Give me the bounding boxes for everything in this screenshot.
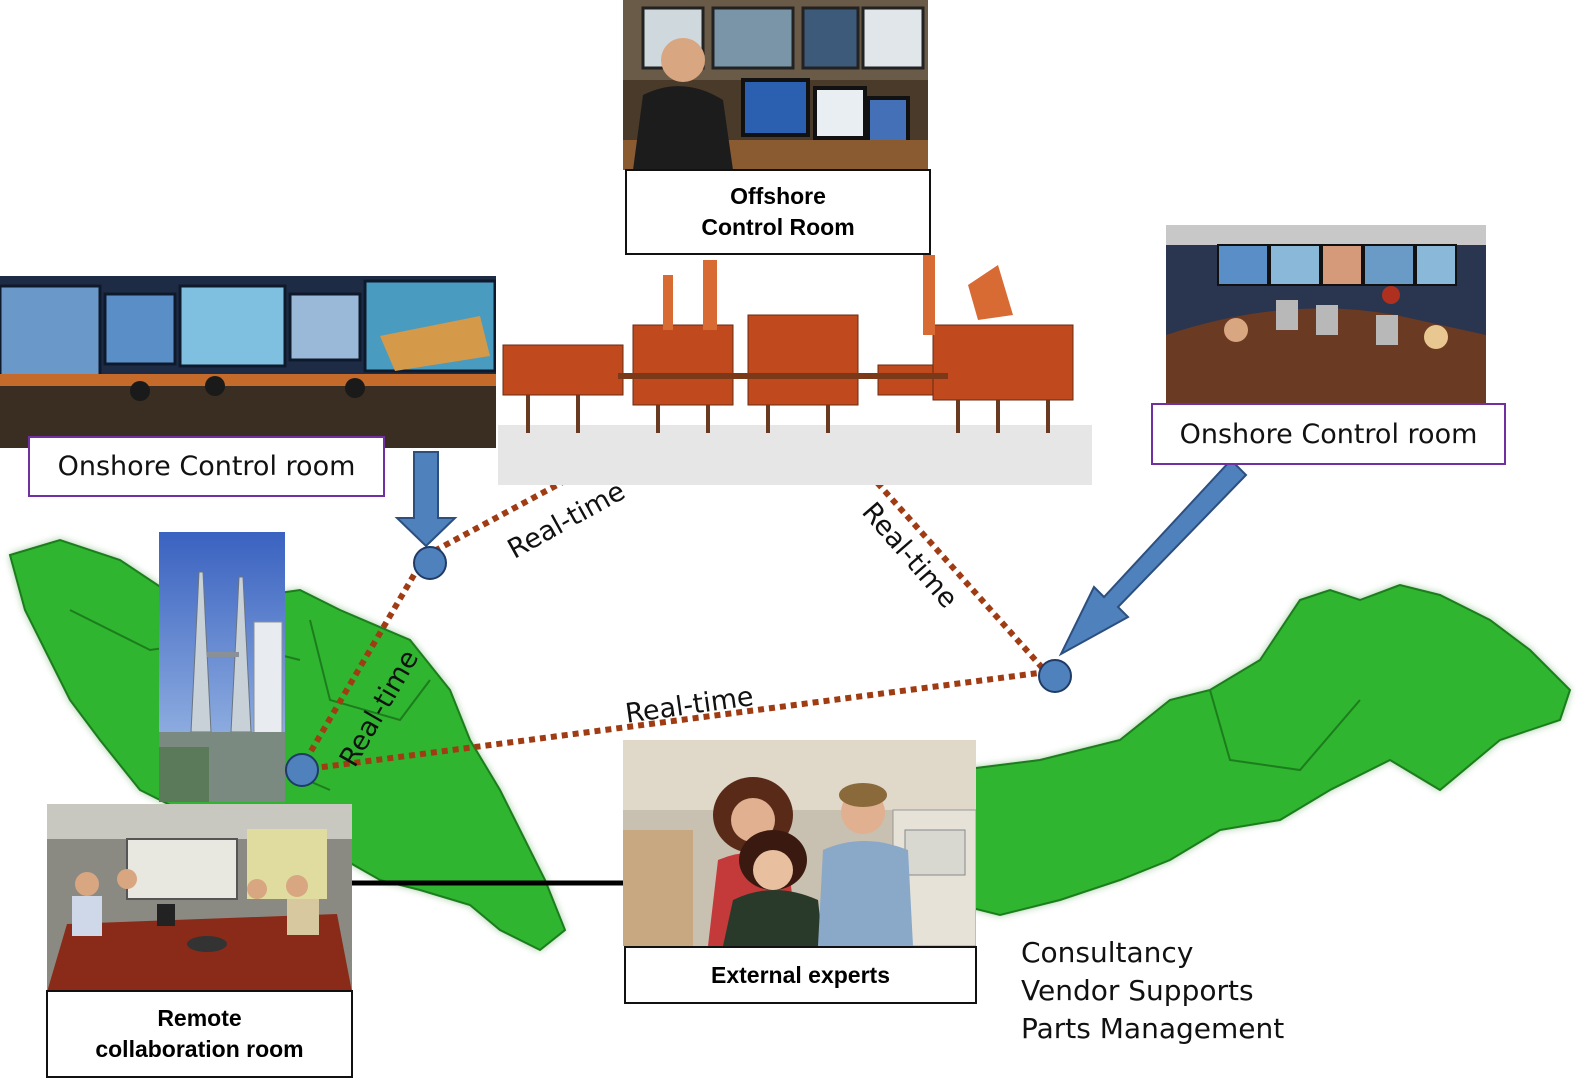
- remote-label: Remote collaboration room: [46, 990, 353, 1078]
- oil-platform-image: [498, 255, 1092, 485]
- remote-label-line2: collaboration room: [95, 1036, 304, 1062]
- link-bottom: [299, 669, 1047, 773]
- services-list: Consultancy Vendor Supports Parts Manage…: [1021, 934, 1284, 1048]
- arrow-onshore-left: [394, 451, 458, 548]
- borneo-map: [959, 583, 1572, 917]
- onshore-left-label: Onshore Control room: [28, 436, 385, 497]
- service-item: Parts Management: [1021, 1012, 1285, 1045]
- node-remote: [285, 753, 319, 787]
- offshore-label: Offshore Control Room: [625, 169, 931, 255]
- node-onshore-right: [1038, 659, 1072, 693]
- offshore-label-line1: Offshore: [730, 183, 826, 209]
- remote-label-line1: Remote: [157, 1005, 242, 1031]
- remote-collaboration-photo: [47, 804, 352, 992]
- onshore-left-photo: [0, 276, 496, 448]
- external-experts-label: External experts: [624, 946, 977, 1004]
- node-onshore-left: [413, 546, 447, 580]
- nodes: [285, 546, 1072, 787]
- offshore-label-line2: Control Room: [701, 214, 855, 240]
- offshore-control-room-photo: [623, 0, 928, 170]
- external-experts-photo: [623, 740, 976, 946]
- onshore-right-label: Onshore Control room: [1151, 403, 1506, 465]
- service-item: Consultancy: [1021, 936, 1194, 969]
- link-left-vertical: [297, 554, 428, 772]
- city-towers-photo: [159, 532, 285, 802]
- arrow-onshore-right: [1058, 458, 1248, 657]
- onshore-right-photo: [1166, 225, 1486, 403]
- service-item: Vendor Supports: [1021, 974, 1254, 1007]
